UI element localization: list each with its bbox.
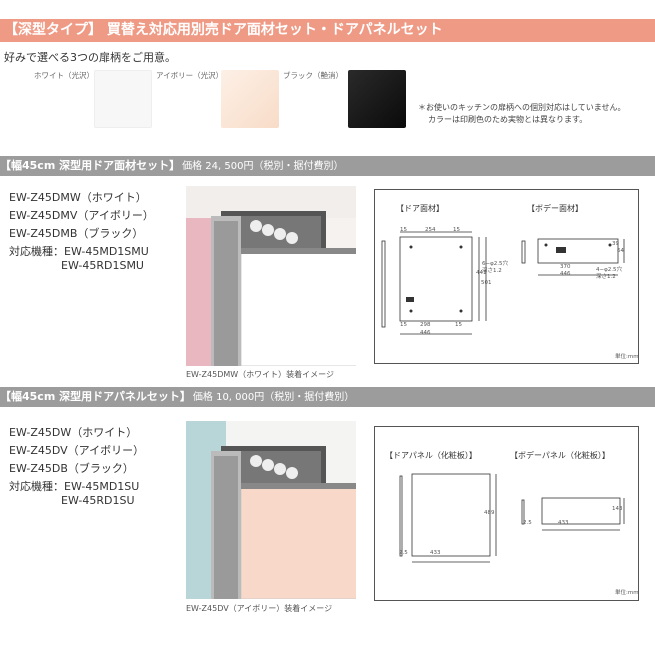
dim-298: 298 — [420, 322, 431, 328]
diagram2-title-body: 【ボデーパネル（化粧板）】 — [510, 451, 610, 460]
section1-model-ivory: EW-Z45DMV（アイボリー） — [9, 209, 154, 222]
dim-254: 254 — [425, 227, 436, 233]
diagram2-drawing — [399, 473, 625, 563]
section1-bar: 【幅45cm 深型用ドア面材セット】価格 24, 500円（税別・据付費別） — [0, 156, 655, 176]
dim-2-5: 2.5 — [399, 550, 408, 556]
section2-price: 価格 10, 000円（税別・据付費別） — [192, 392, 355, 403]
dim-433b: 433 — [558, 520, 569, 526]
section1-compat-1: EW-45MD1SMU — [64, 245, 149, 258]
swatch-ivory — [221, 70, 279, 128]
swatch-label-white: ホワイト（光沢） — [34, 71, 94, 80]
dishwasher-image-ivory — [186, 421, 356, 599]
section1-models: EW-Z45DMW（ホワイト） EW-Z45DMV（アイボリー） EW-Z45D… — [9, 189, 154, 275]
section1-model-white: EW-Z45DMW（ホワイト） — [9, 191, 147, 204]
section1-caption: EW-Z45DMW（ホワイト）装着イメージ — [186, 370, 334, 379]
diagram2-unit: 単位:mm — [615, 590, 639, 596]
note-line1: ＊お使いのキッチンの扉柄への個別対応はしていません。 — [418, 103, 626, 112]
diagram1-title-body: 【ボデー面材】 — [527, 204, 583, 213]
depth-b: 深さ1.2 — [596, 274, 616, 280]
diagram1-drawing — [381, 231, 625, 335]
note-line2: カラーは印刷色のため実物とは異なります。 — [428, 115, 588, 124]
swatch-label-ivory: アイボリー（光沢） — [156, 71, 224, 80]
section2-bar: 【幅45cm 深型用ドアパネルセット】価格 10, 000円（税別・据付費別） — [0, 387, 655, 407]
header-bar: 【深型タイプ】 買替え対応用別売ドア面材セット・ドアパネルセット — [0, 19, 655, 42]
hole-a: 6−φ2.5穴 — [482, 261, 508, 267]
dim-64: 64 — [617, 248, 624, 254]
section2-model-ivory: EW-Z45DV（アイボリー） — [9, 444, 145, 457]
section2-diagram — [374, 426, 639, 601]
section2-compat-label: 対応機種： — [9, 480, 64, 493]
dim-15b: 15 — [453, 227, 460, 233]
section2-compat-2: EW-45RD1SU — [61, 494, 135, 507]
swatch-black — [348, 70, 406, 128]
dim-143: 143 — [612, 506, 623, 512]
dim-433: 433 — [430, 550, 441, 556]
note: ＊お使いのキッチンの扉柄への個別対応はしていません。 カラーは印刷色のため実物と… — [418, 102, 626, 126]
swatch-white — [94, 70, 152, 128]
header-title: 【深型タイプ】 買替え対応用別売ドア面材セット・ドアパネルセット — [4, 22, 443, 38]
dim-15a: 15 — [400, 227, 407, 233]
section1-price: 価格 24, 500円（税別・据付費別） — [182, 161, 344, 172]
section2-models: EW-Z45DW（ホワイト） EW-Z45DV（アイボリー） EW-Z45DB（… — [9, 424, 144, 510]
dim-446: 446 — [420, 330, 431, 336]
section1-title: 【幅45cm 深型用ドア面材セット】 — [0, 159, 181, 172]
section1-model-black: EW-Z45DMB（ブラック） — [9, 227, 144, 240]
dim-39: 39 — [612, 241, 619, 247]
section1-diagram — [374, 189, 639, 364]
dim-501: 501 — [481, 280, 492, 286]
swatch-label-black: ブラック（艶消） — [283, 71, 343, 80]
section2-model-black: EW-Z45DB（ブラック） — [9, 462, 134, 475]
dim-15d: 15 — [455, 322, 462, 328]
dim-441: 441 — [476, 270, 487, 276]
diagram2-title-door: 【ドアパネル（化粧板）】 — [385, 451, 477, 460]
dim-489: 489 — [484, 510, 495, 516]
dim-370: 370 — [560, 264, 571, 270]
section1-compat-label: 対応機種： — [9, 245, 64, 258]
section2-compat-1: EW-45MD1SU — [64, 480, 140, 493]
dishwasher-image-white — [186, 186, 356, 366]
diagram1-unit: 単位:mm — [615, 354, 639, 360]
section2-caption: EW-Z45DV（アイボリー）装着イメージ — [186, 604, 333, 613]
dim-2-5b: 2.5 — [523, 520, 532, 526]
depth-a: 深さ1.2 — [482, 268, 502, 274]
hole-b: 4−φ2.5穴 — [596, 267, 622, 273]
dim-446b: 446 — [560, 271, 571, 277]
diagram1-title-door: 【ドア面材】 — [396, 204, 444, 213]
intro-text: 好みで選べる3つの扉柄をご用意。 — [4, 51, 176, 64]
section1-compat-2: EW-45RD1SMU — [61, 259, 144, 272]
section2-title: 【幅45cm 深型用ドアパネルセット】 — [0, 390, 191, 403]
dim-15c: 15 — [400, 322, 407, 328]
section2-model-white: EW-Z45DW（ホワイト） — [9, 426, 138, 439]
